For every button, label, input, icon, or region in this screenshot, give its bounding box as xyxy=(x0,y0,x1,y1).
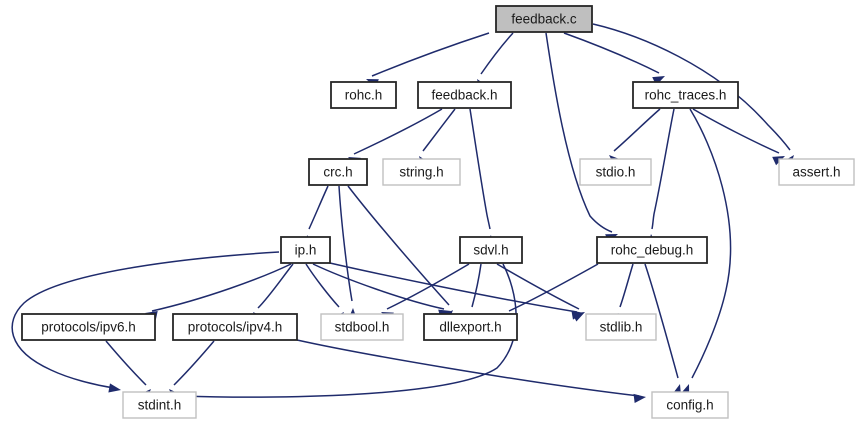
arrowhead-protocols_ipv4-to-config_h xyxy=(633,393,646,404)
node-protocols_ipv4[interactable]: protocols/ipv4.h xyxy=(172,313,298,341)
edge-ip_h-to-stdint_h xyxy=(11,251,280,389)
edge-layer xyxy=(11,23,794,404)
edge-ip_h-to-protocols_ipv4 xyxy=(257,263,294,309)
node-crc_h[interactable]: crc.h xyxy=(308,158,368,186)
node-box-rohc_h[interactable] xyxy=(330,81,397,109)
node-box-feedback_c[interactable] xyxy=(495,5,593,33)
edge-rohc_traces_h-to-stdio_h xyxy=(613,108,661,152)
arrowhead-ip_h-to-stdint_h xyxy=(108,383,121,393)
node-sdvl_h[interactable]: sdvl.h xyxy=(459,236,523,264)
edge-feedback_h-to-string_h xyxy=(422,108,456,152)
edge-rohc_debug_h-to-stdlib_h xyxy=(619,263,634,308)
node-rohc_h[interactable]: rohc.h xyxy=(330,81,397,109)
node-string_h[interactable]: string.h xyxy=(382,158,461,186)
edge-feedback_h-to-crc_h xyxy=(353,108,443,155)
edge-ip_h-to-dllexport_h xyxy=(312,263,445,310)
edge-rohc_debug_h-to-dllexport_h xyxy=(508,263,599,312)
node-stdio_h[interactable]: stdio.h xyxy=(579,158,652,186)
node-box-ip_h[interactable] xyxy=(280,236,331,264)
node-dllexport_h[interactable]: dllexport.h xyxy=(423,313,518,341)
node-box-config_h[interactable] xyxy=(651,391,729,419)
node-box-protocols_ipv6[interactable] xyxy=(21,313,156,341)
node-stdlib_h[interactable]: stdlib.h xyxy=(585,313,657,341)
node-rohc_traces_h[interactable]: rohc_traces.h xyxy=(632,81,739,109)
edge-rohc_traces_h-to-config_h xyxy=(689,108,732,379)
edge-crc_h-to-stdbool_h xyxy=(338,185,353,302)
node-box-protocols_ipv4[interactable] xyxy=(172,313,298,341)
edge-sdvl_h-to-dllexport_h xyxy=(471,263,482,308)
node-stdint_h[interactable]: stdint.h xyxy=(122,391,197,419)
edge-feedback_h-to-sdvl_h xyxy=(469,108,491,230)
edge-ip_h-to-stdbool_h xyxy=(305,263,340,308)
node-assert_h[interactable]: assert.h xyxy=(778,158,855,186)
edge-sdvl_h-to-stdbool_h xyxy=(386,263,470,310)
node-box-stdio_h[interactable] xyxy=(579,158,652,186)
node-box-feedback_h[interactable] xyxy=(417,81,512,109)
edge-protocols_ipv4-to-config_h xyxy=(296,339,640,397)
node-box-stdint_h[interactable] xyxy=(122,391,197,419)
edge-crc_h-to-ip_h xyxy=(308,185,329,230)
edge-rohc_traces_h-to-assert_h xyxy=(692,108,780,154)
edge-protocols_ipv6-to-stdint_h xyxy=(105,340,147,386)
node-box-stdbool_h[interactable] xyxy=(320,313,404,341)
node-rohc_debug_h[interactable]: rohc_debug.h xyxy=(596,236,708,264)
edge-feedback_c-to-feedback_h xyxy=(480,32,514,75)
node-protocols_ipv6[interactable]: protocols/ipv6.h xyxy=(21,313,156,341)
edge-feedback_c-to-rohc_traces_h xyxy=(563,32,660,74)
edge-feedback_c-to-assert_h xyxy=(592,23,791,151)
node-box-string_h[interactable] xyxy=(382,158,461,186)
node-box-sdvl_h[interactable] xyxy=(459,236,523,264)
node-box-rohc_debug_h[interactable] xyxy=(596,236,708,264)
node-box-rohc_traces_h[interactable] xyxy=(632,81,739,109)
edge-feedback_c-to-rohc_debug_h xyxy=(545,32,613,233)
arrowhead-sdvl_h-to-stdlib_h xyxy=(572,312,585,322)
node-box-stdlib_h[interactable] xyxy=(585,313,657,341)
edge-protocols_ipv4-to-stdint_h xyxy=(173,340,215,386)
edge-feedback_c-to-rohc_h xyxy=(371,32,490,77)
edge-rohc_traces_h-to-rohc_debug_h xyxy=(651,108,675,230)
edge-sdvl_h-to-stdlib_h xyxy=(496,263,580,310)
node-box-crc_h[interactable] xyxy=(308,158,368,186)
edge-ip_h-to-stdlib_h xyxy=(316,259,578,313)
node-feedback_h[interactable]: feedback.h xyxy=(417,81,512,109)
node-ip_h[interactable]: ip.h xyxy=(280,236,331,264)
edge-rohc_debug_h-to-config_h xyxy=(644,263,679,379)
edge-sdvl_h-to-stdint_h xyxy=(181,263,517,398)
node-box-assert_h[interactable] xyxy=(778,158,855,186)
edge-crc_h-to-dllexport_h xyxy=(347,185,450,306)
node-box-dllexport_h[interactable] xyxy=(423,313,518,341)
node-config_h[interactable]: config.h xyxy=(651,391,729,419)
node-feedback_c[interactable]: feedback.c xyxy=(495,5,593,33)
edge-ip_h-to-protocols_ipv6 xyxy=(151,263,292,312)
node-layer: feedback.c rohc.h feedback.h rohc_traces.hc… xyxy=(21,5,855,419)
node-stdbool_h[interactable]: stdbool.h xyxy=(320,313,404,341)
